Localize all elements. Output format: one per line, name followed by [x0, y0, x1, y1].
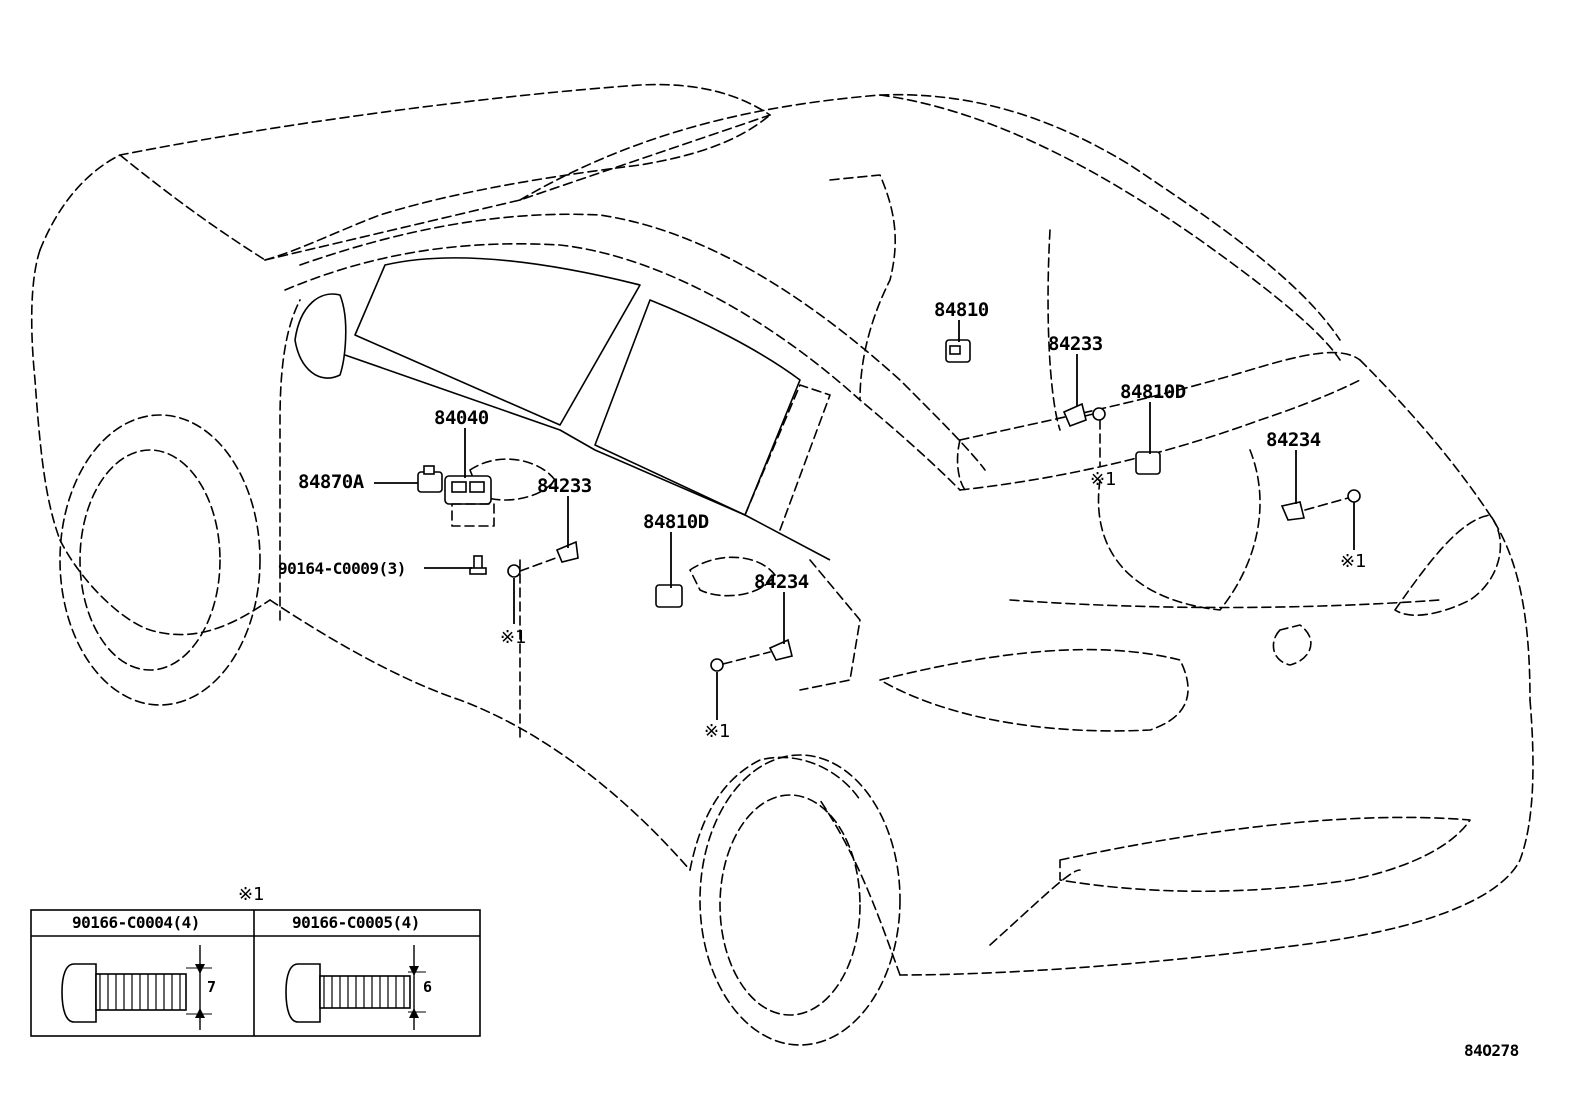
callout-84870A: 84870A — [298, 471, 364, 493]
legend-screw-1 — [61, 945, 212, 1030]
rear-wheel — [689, 754, 901, 1046]
leader-lines — [374, 320, 1355, 720]
screw-mid-glyph — [507, 557, 557, 578]
part-84040-glyph — [444, 475, 495, 527]
part-84234-mid-glyph — [768, 638, 793, 661]
screw-top-glyph — [1084, 407, 1106, 421]
screw-right-glyph — [1347, 489, 1361, 503]
legend-col1-dimension: 7 — [207, 978, 217, 996]
part-84810-glyph — [945, 339, 971, 363]
callout-90164: 90164-C0009(3) — [278, 559, 406, 578]
part-84810D-top-glyph — [1135, 451, 1161, 475]
callout-84233-mid: 84233 — [537, 475, 592, 497]
window-outlines — [344, 257, 861, 691]
diagram-code: 84O278 — [1464, 1041, 1519, 1060]
legend-col2-dimension: 6 — [423, 978, 433, 996]
callout-84234-mid: 84234 — [754, 571, 809, 593]
ref-mark-right: ※1 — [1340, 551, 1367, 572]
part-84870A-glyph — [417, 465, 443, 493]
legend-table — [30, 909, 481, 1037]
callout-84234-right: 84234 — [1266, 429, 1321, 451]
part-84233-top-glyph — [1062, 402, 1087, 428]
legend-col2-part: 90166-C0005(4) — [292, 913, 420, 932]
callout-84810D-mid: 84810D — [643, 511, 709, 533]
part-84810D-mid-glyph — [655, 584, 683, 608]
callout-84040: 84040 — [434, 407, 489, 429]
body-outline — [30, 83, 1534, 976]
callout-84233-top: 84233 — [1048, 333, 1103, 355]
legend-marker: ※1 — [238, 884, 265, 905]
screw-lower-glyph — [710, 651, 771, 672]
ref-mark-lower: ※1 — [704, 721, 731, 742]
ref-mark-mid: ※1 — [500, 627, 527, 648]
callout-84810: 84810 — [934, 299, 989, 321]
screw-right-dashline — [1304, 497, 1349, 511]
callout-84810D-top: 84810D — [1120, 381, 1186, 403]
front-wheel — [59, 414, 261, 706]
legend-col1-part: 90166-C0004(4) — [72, 913, 200, 932]
part-84234-right-glyph — [1280, 501, 1305, 521]
screw-90164-glyph — [469, 555, 487, 575]
side-mirror — [294, 293, 347, 379]
legend-screw-2 — [285, 945, 426, 1030]
door-handles — [469, 458, 776, 597]
ref-mark-top: ※1 — [1090, 469, 1117, 490]
part-84233-mid-glyph — [555, 540, 579, 563]
